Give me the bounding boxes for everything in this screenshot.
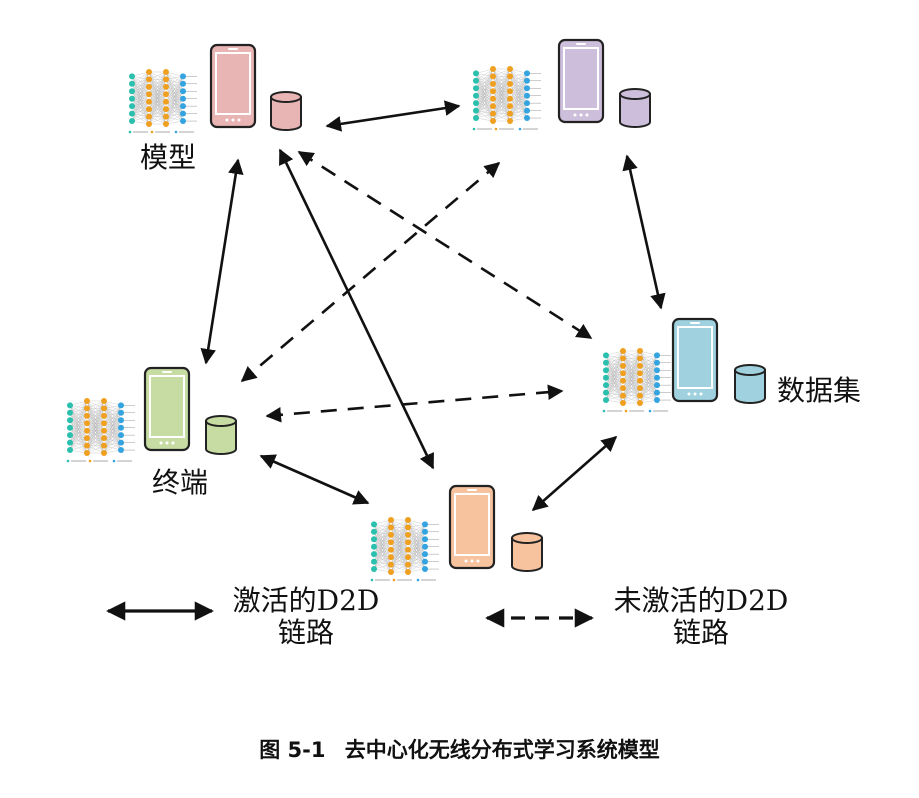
legend-active-line2: 链路 (277, 616, 334, 650)
device-node-bottom (370, 484, 543, 582)
nodes-layer (66, 38, 766, 582)
smartphone-icon (671, 317, 719, 403)
smartphone-icon (143, 366, 191, 452)
link-left-right-inactive (265, 384, 564, 423)
legend (106, 601, 594, 628)
database-icon (619, 88, 651, 128)
neural-network-icon (370, 517, 439, 582)
database-icon (270, 91, 302, 131)
smartphone-icon (209, 43, 257, 129)
label-terminal: 终端 (152, 466, 209, 499)
smartphone-icon (448, 484, 496, 570)
link-top-right-right-active (622, 154, 666, 310)
label-model: 模型 (140, 141, 197, 174)
database-icon (734, 364, 766, 404)
link-top-left-left-active (200, 158, 244, 365)
device-node-top-left (128, 43, 302, 134)
link-top-left-bottom-active (278, 148, 435, 470)
figure-number: 图 5-1 (259, 738, 326, 762)
device-node-right (602, 317, 766, 413)
link-top-right-left-inactive (240, 161, 501, 383)
label-dataset: 数据集 (777, 374, 862, 407)
legend-inactive-text: 未激活的D2D 链路 (608, 584, 794, 650)
legend-active-line1: 激活的D2D (232, 584, 380, 617)
smartphone-icon (557, 38, 605, 124)
figure-title: 去中心化无线分布式学习系统模型 (344, 738, 660, 762)
link-left-bottom-active (259, 454, 370, 505)
neural-network-icon (602, 348, 671, 413)
device-node-left (66, 366, 237, 463)
neural-network-icon (128, 69, 197, 134)
legend-inactive-line2: 链路 (672, 616, 729, 650)
neural-network-icon (66, 398, 135, 463)
database-icon (205, 415, 237, 455)
legend-inactive-line1: 未激活的D2D (613, 584, 789, 617)
link-top-left-right-inactive (297, 150, 593, 340)
link-top-left-top-right-active (325, 100, 461, 132)
device-node-top-right (472, 38, 651, 131)
legend-active-text: 激活的D2D 链路 (226, 584, 386, 650)
neural-network-icon (472, 66, 541, 131)
database-icon (511, 532, 543, 572)
figure-caption: 图 5-1 去中心化无线分布式学习系统模型 (0, 734, 919, 764)
link-bottom-right-active (531, 435, 618, 512)
links-layer (200, 100, 666, 512)
